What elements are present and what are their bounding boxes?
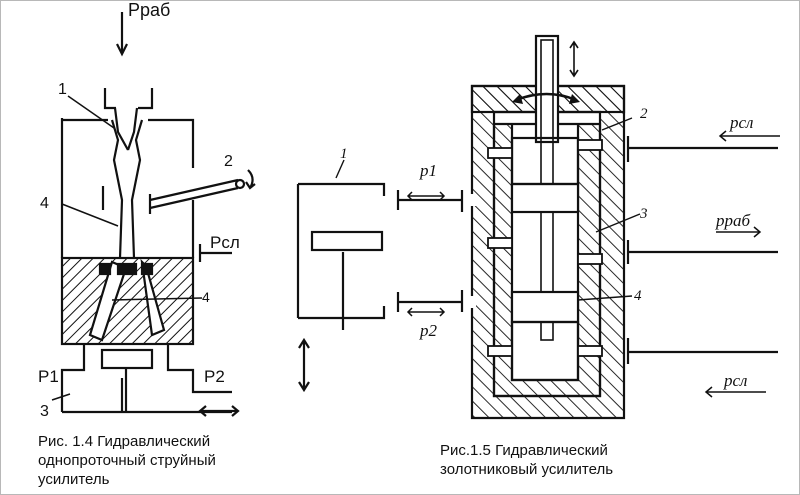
receiver-seal-3 [140,262,154,276]
p2-flow-arrows [406,307,446,317]
label-p-work-right: pраб [715,211,751,230]
spool-chamber-top [510,136,580,186]
leader-4 [61,203,119,227]
spool-valve [466,34,626,420]
output-arrows [198,405,240,417]
label-rp2: p2 [419,321,438,340]
nozzle-bracket-left [103,88,116,110]
label-rp1: p1 [419,161,437,180]
control-lever [149,178,239,210]
stem-motion-arrows [569,40,579,78]
lower-body-right [166,344,232,394]
lever-rotation-arrow [245,169,256,190]
label-4b: 4 [202,289,210,305]
lower-body-left [60,344,86,412]
jet-pipe-right [130,119,144,259]
caption-line: усилитель [38,471,110,488]
label-4: 4 [40,195,49,212]
drain-arrow-bottom [704,386,766,398]
jet-amplifier [51,12,256,417]
supply-arrow [716,226,762,238]
jet-pipe-left [110,119,124,259]
label-p1: P1 [38,367,59,386]
nozzle-bracket-right [138,88,154,110]
spool-land-upper [510,182,580,214]
leader-4r [577,295,633,301]
leader-3r [595,213,641,233]
nozzle-right-edge [126,107,139,151]
leader-1 [67,95,115,129]
label-p-drain: Pсл [210,233,240,252]
label-p-work: Pраб [128,0,170,20]
receiver-seal-2 [116,262,138,276]
caption-figure-1-4: Рис. 1.4 Гидравлический однопроточный ст… [38,432,288,489]
caption-line: однопроточный струйный [38,452,216,469]
actuator-motion-arrows [298,337,310,393]
nozzle-left-edge [113,107,129,151]
label-p2: P2 [204,367,225,386]
supply-arrow-head [116,43,128,57]
caption-line: Рис. 1.4 Гидравлический [38,433,211,450]
label-p-drain-bottom: pсл [723,371,747,390]
label-r1: 1 [340,146,348,162]
p1-flow-arrows [406,191,446,201]
lower-piston [100,348,154,370]
actuator-piston [310,230,384,252]
drain-arrow-top [718,130,780,142]
label-r4: 4 [634,288,642,304]
caption-line: Рис.1.5 Гидравлический [440,442,608,459]
valve-ports [577,117,780,398]
lever-end [234,178,246,190]
leader-4b [111,297,203,301]
spool-land-lower [510,290,580,324]
leader-3 [51,393,71,401]
upper-chamber-top-right [148,118,195,168]
spool-stem [534,34,560,144]
leader-2 [601,117,633,131]
label-r3: 3 [639,206,648,222]
label-3: 3 [40,403,49,420]
spool-chamber-bottom [510,320,580,382]
label-2: 2 [224,153,233,170]
receiver-seal-1 [98,262,112,276]
caption-figure-1-5: Рис.1.5 Гидравлический золотниковый усил… [440,441,670,479]
label-1: 1 [58,81,67,98]
label-r2: 2 [640,106,648,122]
actuator-cylinder [296,159,464,393]
label-p-drain-top: pсл [729,113,753,132]
caption-line: золотниковый усилитель [440,461,614,478]
